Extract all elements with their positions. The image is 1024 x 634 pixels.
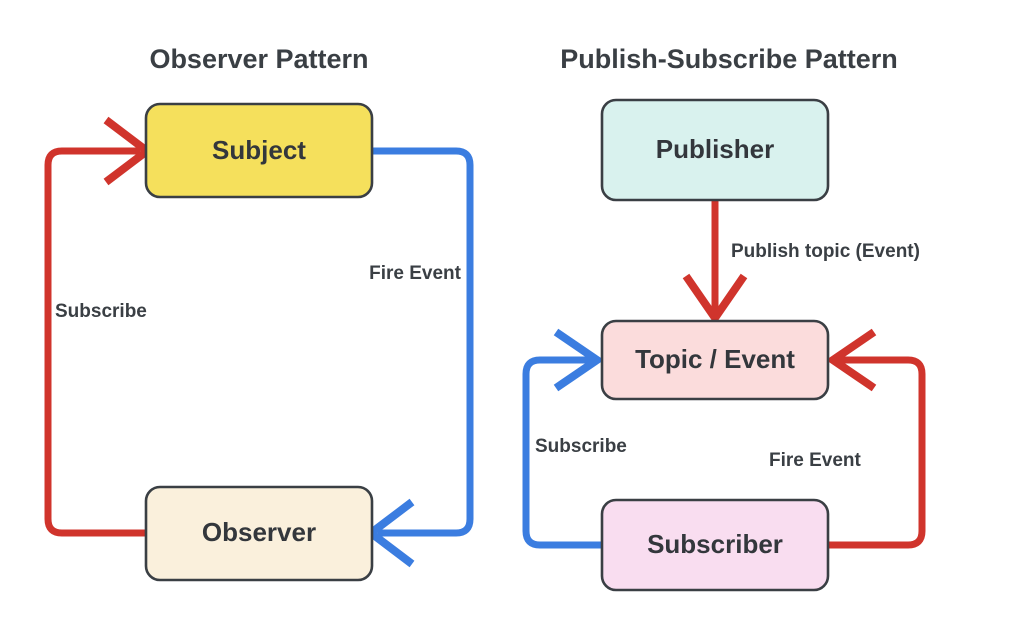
edge-label-subscribe-right: Subscribe [535, 436, 627, 457]
node-topic-event-box[interactable] [600, 319, 830, 401]
arrow-head-subscribe-right [553, 328, 605, 392]
arrow-head-fire-event-right [825, 328, 877, 392]
node-subscriber-box[interactable] [600, 498, 830, 592]
edge-line-subscribe-right [522, 356, 602, 549]
edge-line-fire-event-left [372, 147, 474, 537]
panel-publish-subscribe-pattern: Publish-Subscribe Pattern Publisher Topi… [522, 44, 926, 592]
node-publisher-label: Publisher [656, 134, 774, 164]
edge-label-fire-event-right: Fire Event [769, 450, 862, 471]
node-subject-box[interactable] [144, 102, 374, 199]
node-subscriber-label: Subscriber [647, 529, 783, 559]
node-topic-event[interactable]: Topic / Event [600, 319, 830, 401]
observer-pattern-title: Observer Pattern [149, 44, 368, 74]
node-publisher-box[interactable] [600, 98, 830, 202]
node-observer[interactable]: Observer [144, 485, 374, 582]
node-topic-event-label: Topic / Event [635, 344, 795, 374]
node-observer-box[interactable] [144, 485, 374, 582]
node-subject-label: Subject [212, 135, 306, 165]
arrow-head-publish-topic [682, 273, 748, 326]
node-observer-label: Observer [202, 517, 316, 547]
edge-line-fire-event-right [828, 356, 926, 549]
edge-label-fire-event-left: Fire Event [369, 263, 462, 284]
publish-subscribe-pattern-title: Publish-Subscribe Pattern [560, 44, 898, 74]
edge-label-subscribe-left: Subscribe [55, 301, 147, 322]
node-subscriber[interactable]: Subscriber [600, 498, 830, 592]
edge-label-publish-topic: Publish topic (Event) [731, 241, 920, 262]
node-publisher[interactable]: Publisher [600, 98, 830, 202]
edge-line-subscribe-left [44, 147, 146, 537]
node-subject[interactable]: Subject [144, 102, 374, 199]
panel-observer-pattern: Observer Pattern Subject Observer Subscr… [44, 44, 474, 582]
